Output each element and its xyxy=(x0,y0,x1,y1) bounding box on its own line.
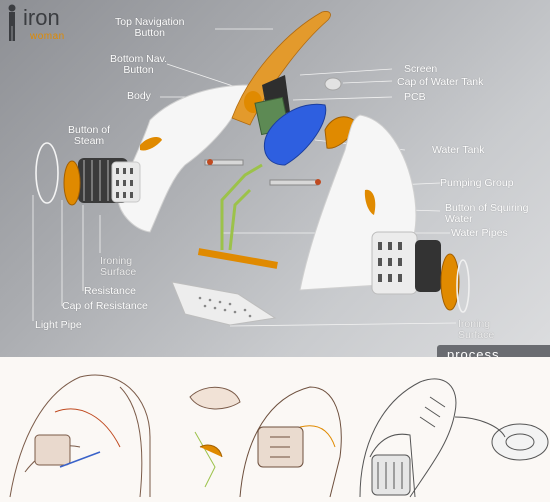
sketch-2 xyxy=(189,386,241,488)
brand-word-iron: iron xyxy=(23,5,60,30)
exploded-diagram-panel: iron woman Top Navigation Button Bottom … xyxy=(0,0,550,365)
sketch-4 xyxy=(359,378,549,498)
label-ironing-surface-right: Ironing Surface xyxy=(458,318,495,341)
sketches-strip xyxy=(0,357,550,502)
label-top-navigation-button: Top Navigation Button xyxy=(115,16,185,39)
pumping-rods xyxy=(204,159,321,186)
left-body-shell xyxy=(117,84,251,233)
label-water-tank: Water Tank xyxy=(432,144,485,156)
sketch-1 xyxy=(9,374,151,498)
label-ironing-surface-left: Ironing Surface xyxy=(100,255,137,278)
button-of-squiring-water xyxy=(364,189,376,215)
exploded-view-drawing xyxy=(32,11,470,327)
label-body: Body xyxy=(127,90,151,102)
label-cap-of-water-tank: Cap of Water Tank xyxy=(397,76,484,88)
water-pipes xyxy=(220,163,263,251)
label-pcb: PCB xyxy=(404,91,426,103)
brand-logo: iron woman xyxy=(4,3,94,45)
label-light-pipe: Light Pipe xyxy=(35,319,82,331)
label-screen: Screen xyxy=(404,63,438,75)
label-bottom-nav-button: Bottom Nav. Button xyxy=(110,53,167,76)
left-grille-holes xyxy=(116,168,133,198)
water-tank xyxy=(263,103,327,166)
button-of-steam xyxy=(140,137,162,151)
left-coil-rings xyxy=(83,160,109,201)
right-light-ring xyxy=(456,259,470,313)
label-button-of-steam: Button of Steam xyxy=(68,124,111,147)
pipe-base-bar xyxy=(197,248,278,269)
right-grille-holes xyxy=(378,242,402,282)
right-coil xyxy=(415,240,441,292)
label-button-of-squiring-water: Button of Squiring Water xyxy=(445,202,529,225)
soleplate-holes xyxy=(198,296,252,318)
right-cap xyxy=(440,253,460,311)
label-water-pipes: Water Pipes xyxy=(451,227,508,239)
label-pumping-group: Pumping Group xyxy=(440,177,514,189)
figure-icon xyxy=(8,4,16,41)
label-resistance: Resistance xyxy=(84,285,136,297)
sketch-3 xyxy=(239,386,342,498)
concept-sketches xyxy=(9,374,549,498)
light-pipe-ring xyxy=(35,142,59,204)
brand-word-woman: woman xyxy=(30,31,65,42)
soleplate xyxy=(171,281,277,326)
left-cap-of-resistance xyxy=(63,160,81,206)
leader-lines xyxy=(32,28,457,327)
cap-of-water-tank xyxy=(324,77,342,91)
label-cap-of-resistance: Cap of Resistance xyxy=(62,300,148,312)
